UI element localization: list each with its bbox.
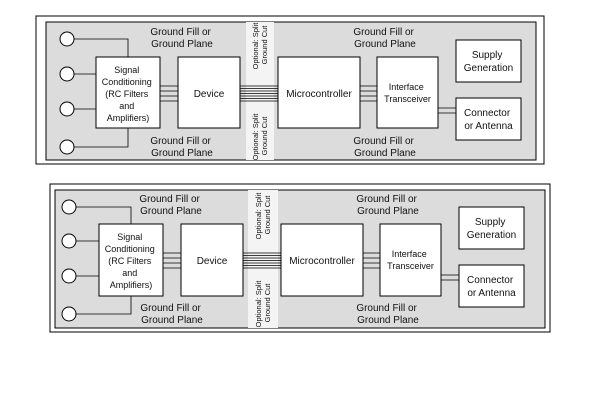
split-label-top: Optional: Split Ground Cut: [254, 191, 272, 240]
input-connector: [59, 66, 75, 82]
connector-antenna-block: [455, 97, 522, 141]
bus-device-mcu: [243, 252, 281, 269]
bus-signal-device: [160, 85, 178, 102]
interface-transceiver-block: [379, 223, 442, 297]
bus-interface-connector: [441, 274, 459, 281]
bus-signal-device: [163, 252, 181, 269]
device-block: [180, 223, 244, 297]
ground-label-bottom-right: Ground Fill or Ground Plane: [356, 303, 419, 326]
input-wire: [76, 296, 132, 315]
supply-generation-label: Supply Generation: [464, 50, 513, 74]
input-wire: [74, 128, 129, 148]
split-label-bottom: Optional: Split Ground Cut: [254, 279, 272, 328]
microcontroller-block: [280, 223, 364, 297]
supply-generation-block: [458, 206, 525, 250]
interface-transceiver-block: [376, 56, 439, 129]
signal-conditioning-label: Signal Conditioning (RC Filters and Ampl…: [105, 232, 158, 290]
supply-generation-block: [455, 39, 522, 83]
device-label: Device: [197, 256, 228, 267]
ground-label-top-right: Ground Fill or Ground Plane: [356, 194, 419, 217]
ground-label-top-left: Ground Fill or Ground Plane: [139, 194, 202, 217]
panel-2: Signal Conditioning (RC Filters and Ampl…: [49, 183, 551, 333]
split-label-bottom: Optional: Split Ground Cut: [251, 112, 269, 161]
microcontroller-label: Microcontroller: [289, 256, 355, 267]
input-wire: [76, 206, 132, 224]
signal-conditioning-block: [95, 56, 161, 129]
input-connector: [61, 199, 77, 215]
bus-interface-connector: [438, 107, 456, 114]
interface-transceiver-label: Interface Transceiver: [387, 249, 434, 271]
input-connector: [61, 268, 77, 284]
microcontroller-label: Microcontroller: [286, 89, 352, 100]
ground-label-bottom-right: Ground Fill or Ground Plane: [353, 136, 416, 159]
supply-generation-label: Supply Generation: [467, 217, 516, 241]
signal-conditioning-label: Signal Conditioning (RC Filters and Ampl…: [102, 65, 155, 123]
bus-device-mcu: [240, 85, 278, 102]
input-connector: [61, 233, 77, 249]
device-block: [177, 56, 241, 129]
connector-antenna-label: Connector or Antenna: [467, 275, 516, 299]
device-label: Device: [194, 89, 225, 100]
split-label-top: Optional: Split Ground Cut: [251, 21, 269, 70]
interface-transceiver-label: Interface Transceiver: [384, 82, 431, 104]
microcontroller-block: [277, 56, 361, 129]
split-ground-cut: [248, 190, 278, 328]
panel-1: Signal Conditioning (RC Filters and Ampl…: [35, 15, 545, 165]
input-connector: [61, 306, 77, 322]
ground-label-top-right: Ground Fill or Ground Plane: [353, 27, 416, 50]
input-connector: [59, 31, 75, 47]
ground-label-bottom-left: Ground Fill or Ground Plane: [140, 303, 203, 326]
signal-conditioning-block: [98, 223, 164, 297]
bus-mcu-interface: [360, 85, 377, 102]
input-connector: [59, 139, 75, 155]
input-wire: [74, 38, 129, 57]
connector-antenna-label: Connector or Antenna: [464, 108, 513, 132]
connector-antenna-block: [458, 264, 525, 308]
bus-mcu-interface: [363, 252, 380, 269]
ground-label-top-left: Ground Fill or Ground Plane: [150, 27, 213, 50]
ground-label-bottom-left: Ground Fill or Ground Plane: [150, 136, 213, 159]
input-connector: [59, 101, 75, 117]
